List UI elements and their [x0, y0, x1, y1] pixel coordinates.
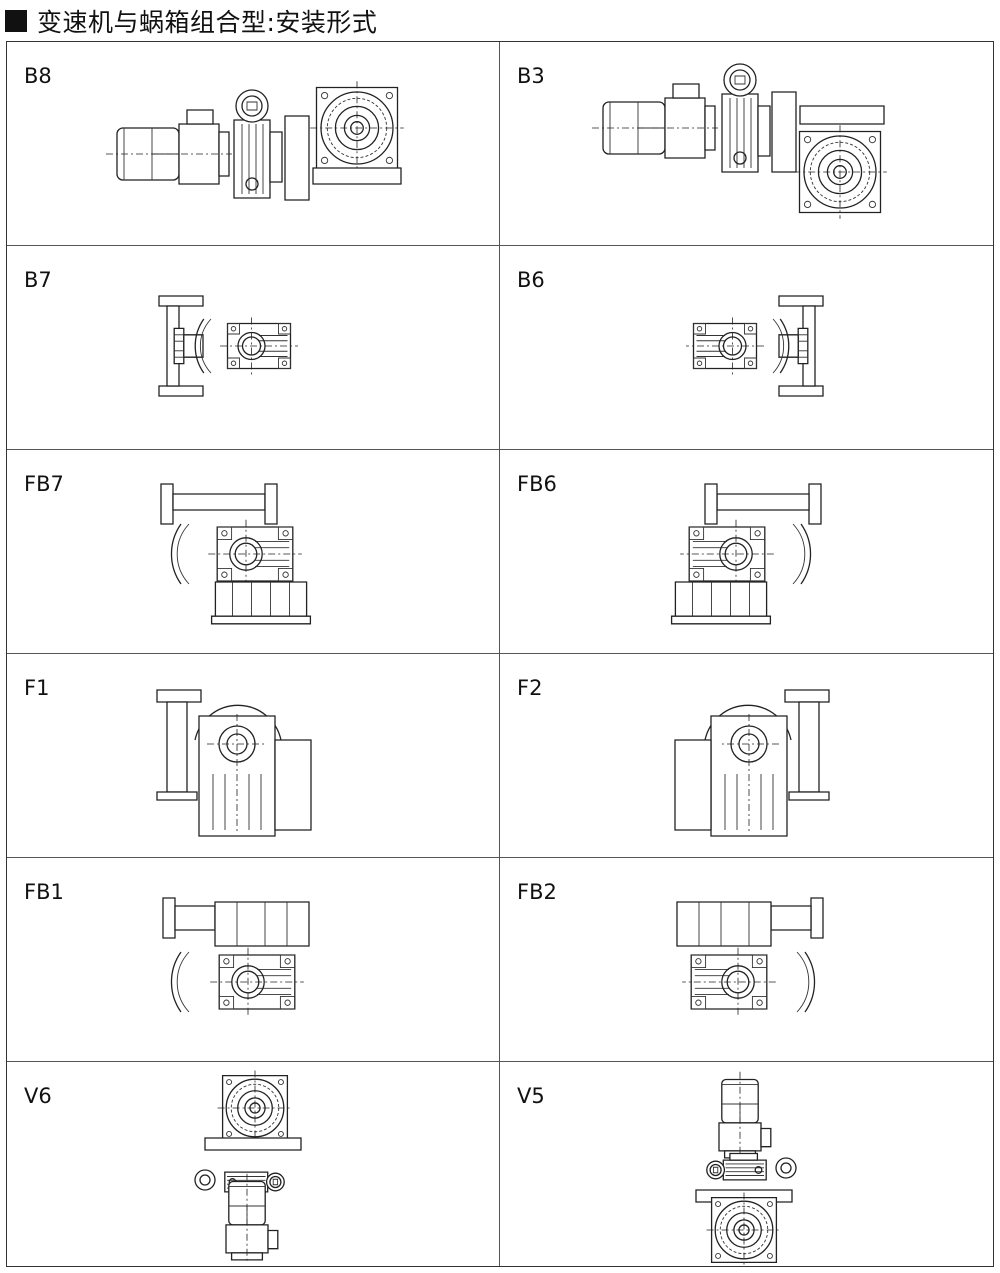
cell-b8: B8	[7, 42, 500, 246]
mounting-grid: B8 B3 B7 B6	[6, 41, 994, 1267]
title-square-icon	[5, 10, 27, 32]
cell-v5: V5	[500, 1062, 993, 1266]
mounting-label-f2: F2	[517, 676, 543, 700]
drawing-f1	[7, 654, 500, 857]
drawing-v5	[500, 1071, 993, 1265]
mounting-label-fb2: FB2	[517, 880, 557, 904]
mounting-label-b8: B8	[24, 64, 52, 88]
page-title: 变速机与蜗箱组合型:安装形式	[5, 3, 377, 39]
cell-fb6: FB6	[500, 450, 993, 654]
cell-fb7: FB7	[7, 450, 500, 654]
mounting-label-fb7: FB7	[24, 472, 64, 496]
cell-b3: B3	[500, 42, 993, 246]
cell-v6: V6	[7, 1062, 500, 1266]
page-title-text: 变速机与蜗箱组合型:安装形式	[37, 8, 378, 37]
drawing-fb1	[7, 858, 500, 1017]
cell-fb2: FB2	[500, 858, 993, 1062]
cell-b6: B6	[500, 246, 993, 450]
mounting-label-fb6: FB6	[517, 472, 557, 496]
drawing-b8	[105, 80, 405, 245]
drawing-v6	[7, 1070, 500, 1263]
mounting-label-fb1: FB1	[24, 880, 64, 904]
drawing-f2	[500, 654, 993, 857]
mounting-label-f1: F1	[24, 676, 50, 700]
mounting-label-b3: B3	[517, 64, 545, 88]
cell-f2: F2	[500, 654, 993, 858]
drawing-b7	[7, 246, 299, 449]
drawing-fb6	[670, 450, 993, 625]
drawing-fb7	[7, 450, 312, 625]
mounting-label-v6: V6	[24, 1084, 52, 1108]
cell-b7: B7	[7, 246, 500, 450]
mounting-label-b6: B6	[517, 268, 545, 292]
mounting-label-v5: V5	[517, 1084, 545, 1108]
mounting-label-b7: B7	[24, 268, 52, 292]
drawing-b6	[685, 246, 993, 449]
cell-fb1: FB1	[7, 858, 500, 1062]
drawing-fb2	[500, 858, 993, 1017]
drawing-b3	[591, 63, 888, 220]
cell-f1: F1	[7, 654, 500, 858]
